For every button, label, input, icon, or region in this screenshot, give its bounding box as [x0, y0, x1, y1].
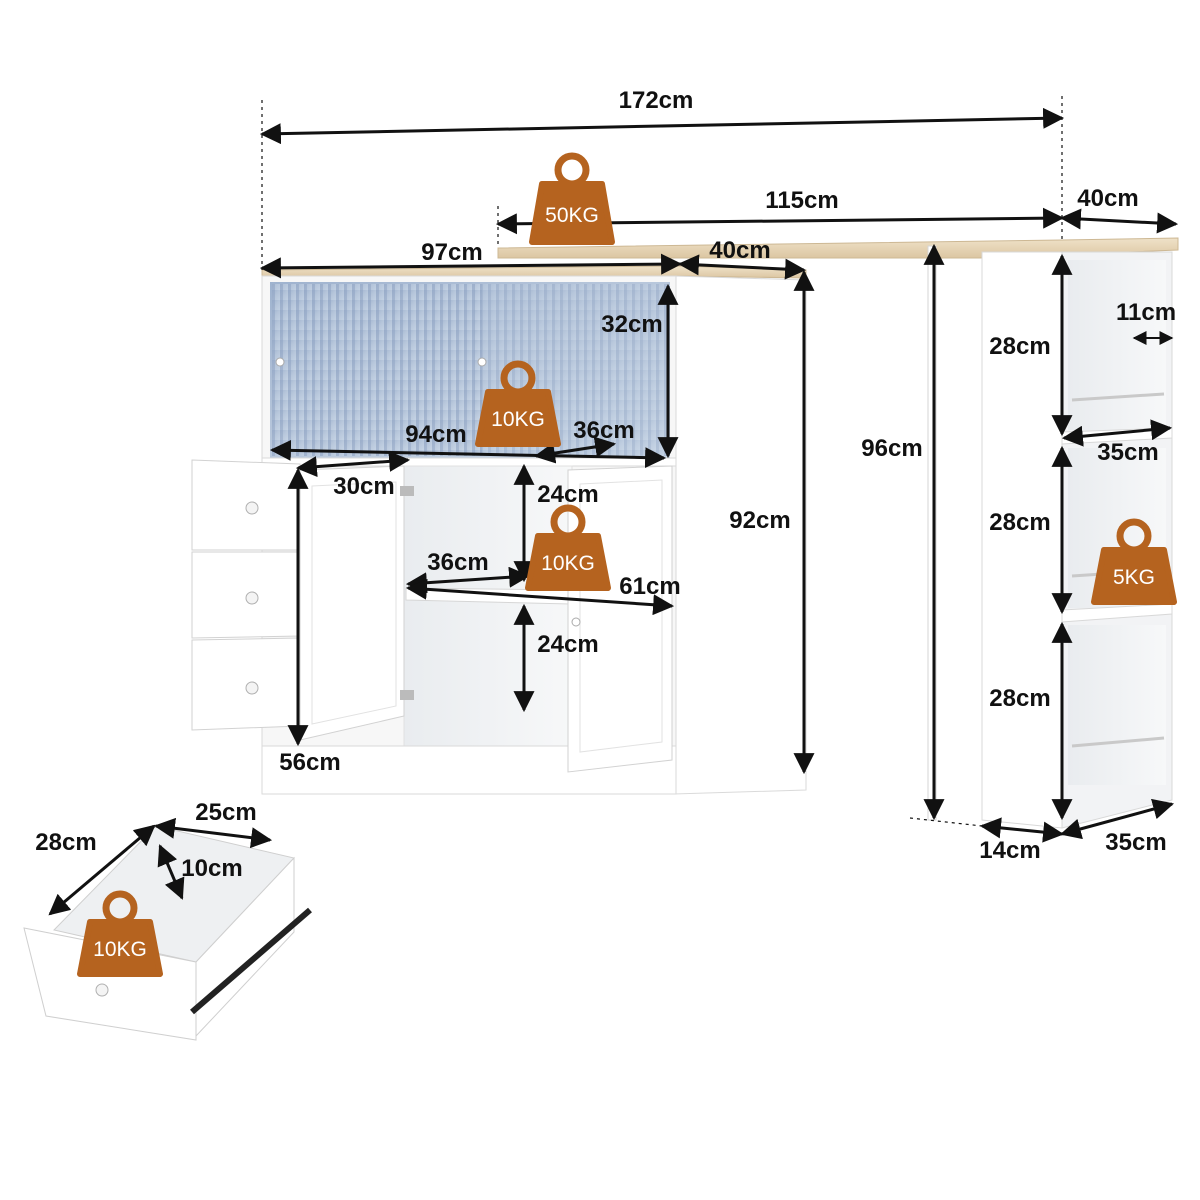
dim-line-172: [259, 107, 1065, 145]
label-glass-width: 94cm: [405, 421, 466, 448]
label-shelf1-height: 28cm: [989, 333, 1050, 360]
cabinet: [191, 265, 807, 795]
label-glass-height: 32cm: [601, 311, 662, 338]
label-drawer-depth: 28cm: [35, 829, 96, 856]
dim-line-35-base: [1059, 798, 1175, 840]
dim-line-drawer-28: [48, 824, 156, 916]
drawer-stack: [191, 459, 301, 731]
label-glass-depth: 36cm: [573, 417, 634, 444]
side-shelf-unit: [981, 251, 1173, 829]
dim-line-drawer-10: [157, 844, 185, 900]
glass-door-knob: [477, 357, 487, 367]
label-cabinet-width: 97cm: [421, 239, 482, 266]
dim-line-61: [405, 578, 675, 616]
label-desk-top-length: 115cm: [765, 187, 838, 214]
label-shelf-depth: 36cm: [427, 549, 488, 576]
door-knob: [571, 617, 581, 627]
cabinet-side-panel: [673, 275, 807, 795]
lower-interior: [403, 465, 573, 749]
label-lower-height: 24cm: [537, 631, 598, 658]
label-upper-height: 24cm: [537, 481, 598, 508]
dim-line-30: [295, 450, 411, 478]
dim-line-14: [979, 817, 1065, 843]
door-hinge: [400, 486, 414, 496]
drawer-knob: [245, 681, 259, 695]
label-shelf3-height: 28cm: [989, 685, 1050, 712]
weight-badge-10kg-drawer: 10KG: [77, 890, 163, 977]
drawer-knob: [245, 501, 259, 515]
weight-badge-10kg-glass: 10KG: [475, 360, 561, 447]
dim-line-drawer-25: [153, 817, 273, 849]
label-inner-width: 61cm: [619, 573, 680, 600]
dim-line-40-top: [1059, 208, 1179, 234]
weight-label: 5KG: [1113, 566, 1155, 589]
weight-label: 10KG: [491, 408, 545, 431]
dim-line-35-shelf: [1061, 419, 1173, 447]
label-side-shelf-depth: 35cm: [1097, 439, 1158, 466]
right-door-open: [567, 465, 673, 773]
label-desk-top-depth: 40cm: [1077, 185, 1138, 212]
weight-badge-50kg: 50KG: [529, 152, 615, 245]
drawer-knob: [245, 591, 259, 605]
label-drawer-unit-width: 30cm: [333, 473, 394, 500]
label-side-inner-width: 11cm: [1116, 299, 1176, 326]
label-shelf2-height: 28cm: [989, 509, 1050, 536]
weight-badge-10kg-shelf: 10KG: [525, 504, 611, 591]
label-drawer-height: 10cm: [181, 855, 242, 882]
label-desk-height: 96cm: [861, 435, 922, 462]
drawer-slide-rail: [190, 907, 312, 1015]
left-door-open: [299, 465, 405, 741]
label-cabinet-height: 92cm: [729, 507, 790, 534]
dimension-labels: 172cm 115cm 40cm 97cm 40cm 32cm 94cm 36c…: [35, 87, 1176, 882]
drawer-knob: [95, 983, 109, 997]
label-total-width: 172cm: [619, 87, 694, 114]
label-base-depth: 35cm: [1105, 829, 1166, 856]
dim-line-36-glass: [533, 436, 617, 464]
glass-door-knob: [275, 357, 285, 367]
dim-line-40-cab: [677, 254, 807, 280]
label-leg-width: 14cm: [979, 837, 1040, 864]
label-drawer-width: 25cm: [195, 799, 256, 826]
glass-door-left: [272, 284, 482, 456]
door-hinge: [400, 690, 414, 700]
desk-assembly: [497, 237, 1179, 829]
weight-label: 50KG: [545, 204, 599, 227]
weight-badge-5kg: 5KG: [1091, 518, 1177, 605]
weight-label: 10KG: [93, 938, 147, 961]
dim-line-97: [259, 253, 683, 279]
label-drawer-unit-height: 56cm: [279, 749, 340, 776]
weight-label: 10KG: [541, 552, 595, 575]
label-cabinet-depth: 40cm: [709, 237, 770, 264]
open-drawer-detail: [23, 825, 312, 1041]
